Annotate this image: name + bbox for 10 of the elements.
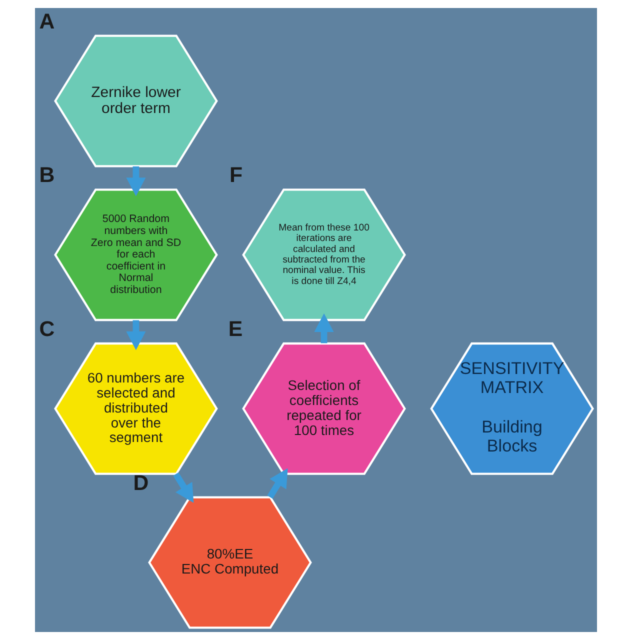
node-label: C <box>39 317 55 342</box>
arrow <box>126 320 146 350</box>
node-label: B <box>39 163 55 188</box>
node-label: E <box>228 317 243 342</box>
arrow <box>267 468 288 499</box>
arrow <box>173 472 194 503</box>
arrow <box>314 313 334 344</box>
node-label: F <box>229 163 243 188</box>
arrow <box>126 166 146 196</box>
node-label: A <box>39 9 55 34</box>
